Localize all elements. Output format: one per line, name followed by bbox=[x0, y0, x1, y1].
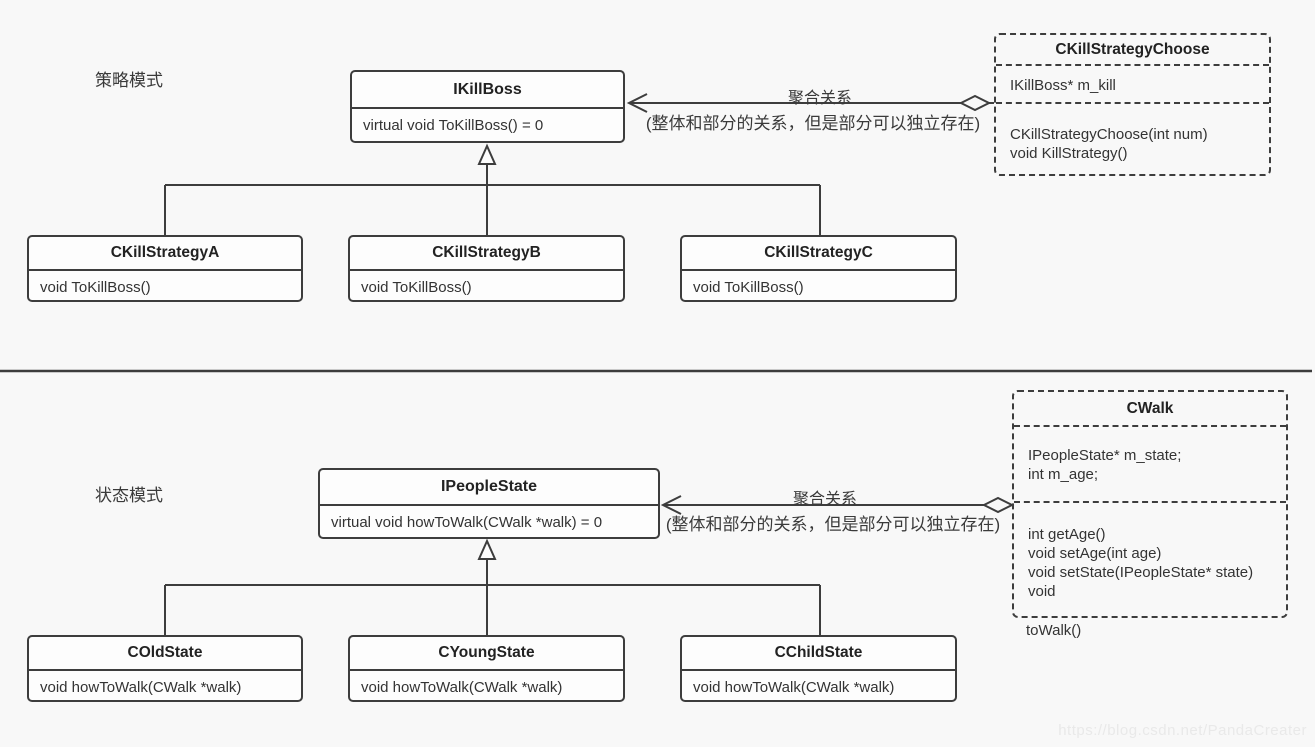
class-attribute: IKillBoss* m_kill bbox=[996, 66, 1269, 104]
class-box-cyoungstate: CYoungState void howToWalk(CWalk *walk) bbox=[348, 635, 625, 702]
class-title: CYoungState bbox=[350, 637, 623, 671]
class-box-ckillstrategya: CKillStrategyA void ToKillBoss() bbox=[27, 235, 303, 302]
inheritance-triangle-icon bbox=[477, 538, 497, 560]
class-method-list: int getAge() void setAge(int age) void s… bbox=[1014, 503, 1286, 601]
class-title: COldState bbox=[29, 637, 301, 671]
class-method: int getAge() bbox=[1028, 526, 1106, 543]
class-title: CKillStrategyB bbox=[350, 237, 623, 271]
class-box-cchildstate: CChildState void howToWalk(CWalk *walk) bbox=[680, 635, 957, 702]
class-title: CKillStrategyChoose bbox=[996, 35, 1269, 66]
class-title: CKillStrategyC bbox=[682, 237, 955, 271]
class-method: void setAge(int age) bbox=[1028, 545, 1162, 562]
class-method: void howToWalk(CWalk *walk) bbox=[361, 679, 563, 696]
class-box-ikillboss: IKillBoss virtual void ToKillBoss() = 0 bbox=[350, 70, 625, 143]
aggregation-diamond-icon bbox=[958, 94, 992, 112]
class-method: CKillStrategyChoose(int num) bbox=[1010, 126, 1208, 143]
class-attribute-list: IPeopleState* m_state; int m_age; bbox=[1014, 427, 1286, 503]
class-method-overflow: toWalk() bbox=[1026, 622, 1082, 639]
open-arrowhead-icon bbox=[626, 93, 648, 113]
class-box-ckillstrategyb: CKillStrategyB void ToKillBoss() bbox=[348, 235, 625, 302]
class-method: void howToWalk(CWalk *walk) bbox=[693, 679, 895, 696]
aggregation-note-strategy: (整体和部分的关系，但是部分可以独立存在) bbox=[645, 114, 981, 133]
open-arrowhead-icon bbox=[660, 495, 682, 515]
pattern-label-state: 状态模式 bbox=[95, 486, 163, 505]
class-method: void ToKillBoss() bbox=[40, 279, 151, 296]
class-method-list: CKillStrategyChoose(int num) void KillSt… bbox=[996, 104, 1269, 163]
class-box-ckillstrategyc: CKillStrategyC void ToKillBoss() bbox=[680, 235, 957, 302]
class-method: virtual void howToWalk(CWalk *walk) = 0 bbox=[331, 514, 603, 531]
class-method: void setState(IPeopleState* state) bbox=[1028, 564, 1254, 581]
aggregation-label-strategy: 聚合关系 bbox=[787, 90, 852, 107]
class-method: void bbox=[1028, 583, 1056, 600]
watermark-text: https://blog.csdn.net/PandaCreater bbox=[1058, 722, 1307, 739]
class-title: CWalk bbox=[1014, 392, 1286, 427]
class-method: virtual void ToKillBoss() = 0 bbox=[363, 117, 544, 134]
class-title: IPeopleState bbox=[320, 470, 658, 506]
class-title: CKillStrategyA bbox=[29, 237, 301, 271]
inheritance-triangle-icon bbox=[477, 143, 497, 165]
pattern-label-strategy: 策略模式 bbox=[95, 71, 163, 90]
class-attribute: int m_age; bbox=[1028, 466, 1099, 483]
aggregation-note-state: (整体和部分的关系，但是部分可以独立存在) bbox=[665, 515, 1001, 534]
class-box-coldstate: COldState void howToWalk(CWalk *walk) bbox=[27, 635, 303, 702]
aggregation-label-state: 聚合关系 bbox=[792, 491, 857, 508]
class-box-ipeoplestate: IPeopleState virtual void howToWalk(CWal… bbox=[318, 468, 660, 539]
class-box-cwalk: CWalk IPeopleState* m_state; int m_age; … bbox=[1012, 390, 1288, 618]
class-title: CChildState bbox=[682, 637, 955, 671]
class-method: void KillStrategy() bbox=[1010, 145, 1128, 162]
class-title: IKillBoss bbox=[352, 72, 623, 109]
class-method: void ToKillBoss() bbox=[693, 279, 804, 296]
class-attribute: IPeopleState* m_state; bbox=[1028, 447, 1182, 464]
class-method: void ToKillBoss() bbox=[361, 279, 472, 296]
class-method: void howToWalk(CWalk *walk) bbox=[40, 679, 242, 696]
class-box-ckillstrategychoose: CKillStrategyChoose IKillBoss* m_kill CK… bbox=[994, 33, 1271, 176]
